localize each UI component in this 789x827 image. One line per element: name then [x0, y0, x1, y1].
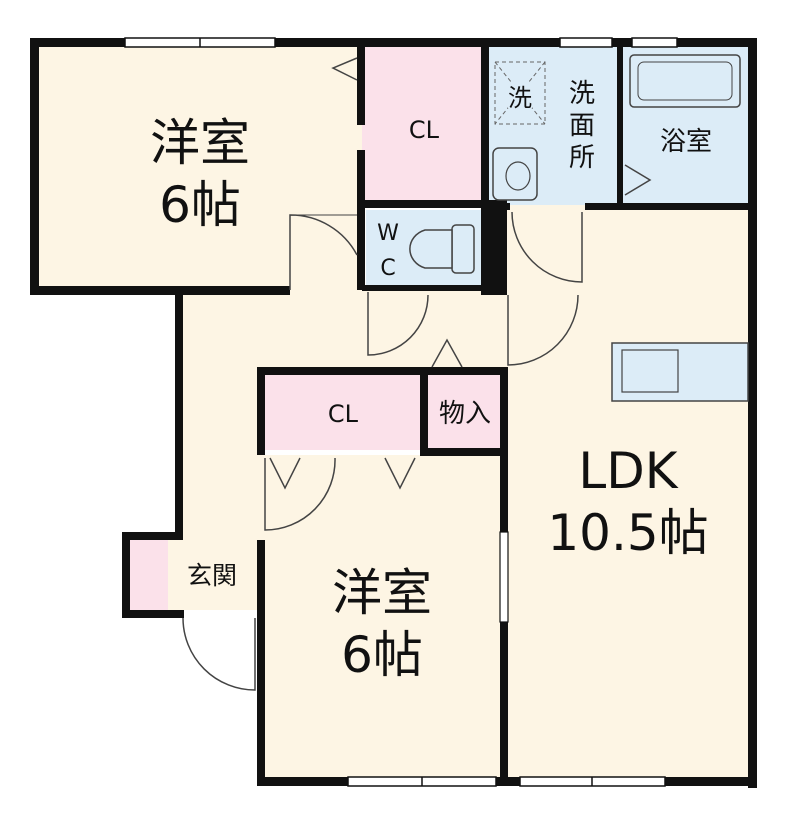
ldk-floor	[505, 205, 750, 780]
hall-floor	[180, 290, 505, 370]
windows	[124, 37, 678, 787]
bath-door-arrow	[624, 164, 652, 196]
bath-label: 浴室	[660, 127, 712, 157]
ldk-size: 10.5帖	[547, 504, 708, 562]
wall-entrance-left	[122, 532, 130, 618]
washroom-label-3: 所	[569, 143, 595, 173]
closet-middle-floor	[264, 375, 424, 450]
washroom-label-2: 面	[569, 111, 595, 141]
toilet-label-c: C	[380, 256, 395, 281]
toilet-bowl	[409, 229, 453, 269]
wall-bottom-room-left	[257, 540, 265, 786]
western-room-top-floor	[37, 45, 362, 290]
storage-floor	[428, 375, 500, 450]
wall-toilet-right	[481, 200, 507, 295]
closet-middle-label: CL	[328, 400, 359, 428]
wall-closet-middle-top	[257, 367, 507, 375]
entrance-step	[130, 540, 168, 610]
closet-top-label: CL	[409, 116, 440, 144]
wall-top-right	[485, 38, 757, 47]
kitchen-sink	[621, 349, 679, 393]
wall-right	[748, 38, 757, 788]
wall-ldk-left	[500, 367, 508, 532]
door-ldk	[507, 294, 579, 366]
storage-arrow	[431, 338, 463, 368]
wall-wet-bottom	[585, 203, 755, 210]
closet-arrow-left	[269, 457, 301, 490]
fixtures	[409, 54, 749, 402]
wall-entrance-top	[122, 532, 180, 540]
doors	[182, 57, 652, 691]
western-room-bottom-floor	[264, 455, 504, 780]
window-bath	[631, 37, 678, 48]
entrance-floor	[168, 540, 260, 610]
closet-top-floor	[362, 45, 485, 205]
wall-closet-bottom	[362, 200, 507, 208]
toilet-label-w: W	[377, 221, 399, 246]
washer-space	[494, 61, 546, 125]
western-room-bottom-name: 洋室	[332, 564, 432, 622]
wall-entrance-bottom	[122, 610, 184, 618]
wall-ldk-left-lower	[500, 622, 508, 782]
wall-closet-right	[481, 45, 489, 205]
window-washroom	[559, 37, 613, 48]
washroom-label-1: 洗	[569, 79, 595, 109]
door-toilet	[367, 292, 429, 356]
door-entrance	[182, 617, 256, 691]
storage-label: 物入	[439, 399, 491, 429]
toilet-tank	[451, 224, 475, 274]
wall-washroom-left	[485, 203, 510, 210]
closet-top-arrow	[331, 57, 358, 81]
washer-label: 洗	[508, 84, 532, 112]
wall-toilet-bottom	[362, 285, 507, 291]
door-bottom-room	[264, 457, 336, 531]
wall-closet-left	[357, 45, 365, 125]
wall-closet-left-lower	[357, 150, 365, 290]
wall-left-top	[30, 38, 39, 295]
labels: 洋室 6帖 CL 洗 洗 面 所 浴室 W C CL 物入 LDK 10.5帖 …	[150, 79, 712, 684]
wall-storage-bottom	[420, 448, 507, 456]
wall-hall-left	[175, 290, 183, 540]
wall-storage-divider	[420, 367, 428, 455]
door-washroom	[511, 211, 583, 283]
sliding-door-ldk	[499, 531, 509, 623]
hall-left-floor	[180, 370, 264, 540]
western-room-top-size: 6帖	[159, 176, 241, 234]
entrance-label: 玄関	[187, 561, 237, 590]
wall-bottom-top-room	[30, 286, 290, 295]
ldk-name: LDK	[578, 442, 678, 500]
western-room-top-name: 洋室	[150, 114, 250, 172]
bathtub	[629, 54, 741, 108]
wall-closet-middle-left	[257, 367, 265, 455]
western-room-bottom-size: 6帖	[341, 626, 423, 684]
wall-bath-left	[617, 45, 623, 205]
closet-arrow-right	[384, 457, 416, 490]
kitchen-counter	[611, 342, 749, 402]
